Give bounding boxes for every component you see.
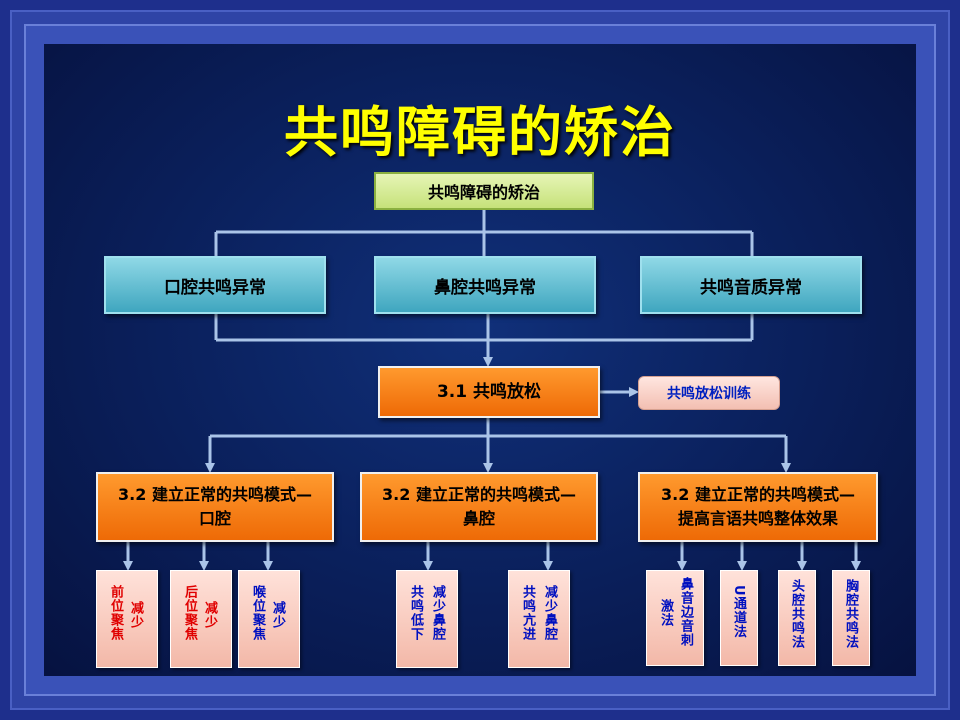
mode-nasal-line2: 鼻腔 — [462, 509, 495, 528]
leaf-front-focus-col2: 减少 — [128, 601, 143, 629]
relax-node: 3.1 共鸣放松 — [378, 366, 600, 418]
leaf-head-resonance: 头腔共鸣法 — [778, 570, 816, 666]
leaf-throat-focus-col1: 喉位聚焦 — [250, 585, 265, 641]
mode-oral-line2: 口腔 — [198, 509, 231, 528]
leaf-chest-resonance: 胸腔共鸣法 — [832, 570, 870, 666]
slide-title: 共鸣障碍的矫治 — [284, 101, 676, 164]
leaf-hyper-resonance: 共鸣亢进 减少鼻腔 — [508, 570, 570, 668]
leaf-back-focus-col1: 后位聚焦 — [182, 585, 197, 641]
leaf-nasal-lateral: 激法 鼻音边音刺 — [646, 570, 704, 666]
mode-oral: 3.2 建立正常的共鸣模式— 口腔 — [96, 472, 334, 542]
mode-overall-line1: 3.2 建立正常的共鸣模式— — [661, 485, 855, 504]
leaf-throat-focus: 喉位聚焦 减少 — [238, 570, 300, 668]
leaf-throat-focus-col2: 减少 — [270, 601, 285, 629]
category-nasal: 鼻腔共鸣异常 — [374, 256, 596, 314]
mode-overall: 3.2 建立正常的共鸣模式— 提高言语共鸣整体效果 — [638, 472, 878, 542]
leaf-u-channel: U通道法 — [720, 570, 758, 666]
leaf-back-focus-col2: 减少 — [202, 601, 217, 629]
leaf-low-resonance-col2: 减少鼻腔 — [430, 585, 445, 641]
mode-oral-line1: 3.2 建立正常的共鸣模式— — [118, 485, 312, 504]
category-oral: 口腔共鸣异常 — [104, 256, 326, 314]
leaf-u-channel-col1: U通道法 — [731, 585, 746, 639]
relax-training-node: 共鸣放松训练 — [638, 376, 780, 410]
leaf-front-focus-col1: 前位聚焦 — [108, 585, 123, 641]
mode-overall-line2: 提高言语共鸣整体效果 — [677, 509, 838, 528]
leaf-back-focus: 后位聚焦 减少 — [170, 570, 232, 668]
mode-nasal: 3.2 建立正常的共鸣模式— 鼻腔 — [360, 472, 598, 542]
leaf-nasal-lateral-col1: 激法 — [658, 599, 673, 627]
leaf-low-resonance: 共鸣低下 减少鼻腔 — [396, 570, 458, 668]
category-quality: 共鸣音质异常 — [640, 256, 862, 314]
leaf-hyper-resonance-col2: 减少鼻腔 — [542, 585, 557, 641]
leaf-hyper-resonance-col1: 共鸣亢进 — [520, 585, 535, 641]
leaf-head-resonance-col1: 头腔共鸣法 — [789, 579, 804, 649]
leaf-chest-resonance-col1: 胸腔共鸣法 — [843, 579, 858, 649]
root-node: 共鸣障碍的矫治 — [374, 172, 594, 210]
mode-nasal-line1: 3.2 建立正常的共鸣模式— — [382, 485, 576, 504]
leaf-low-resonance-col1: 共鸣低下 — [408, 585, 423, 641]
leaf-front-focus: 前位聚焦 减少 — [96, 570, 158, 668]
leaf-nasal-lateral-col2: 鼻音边音刺 — [678, 577, 693, 647]
